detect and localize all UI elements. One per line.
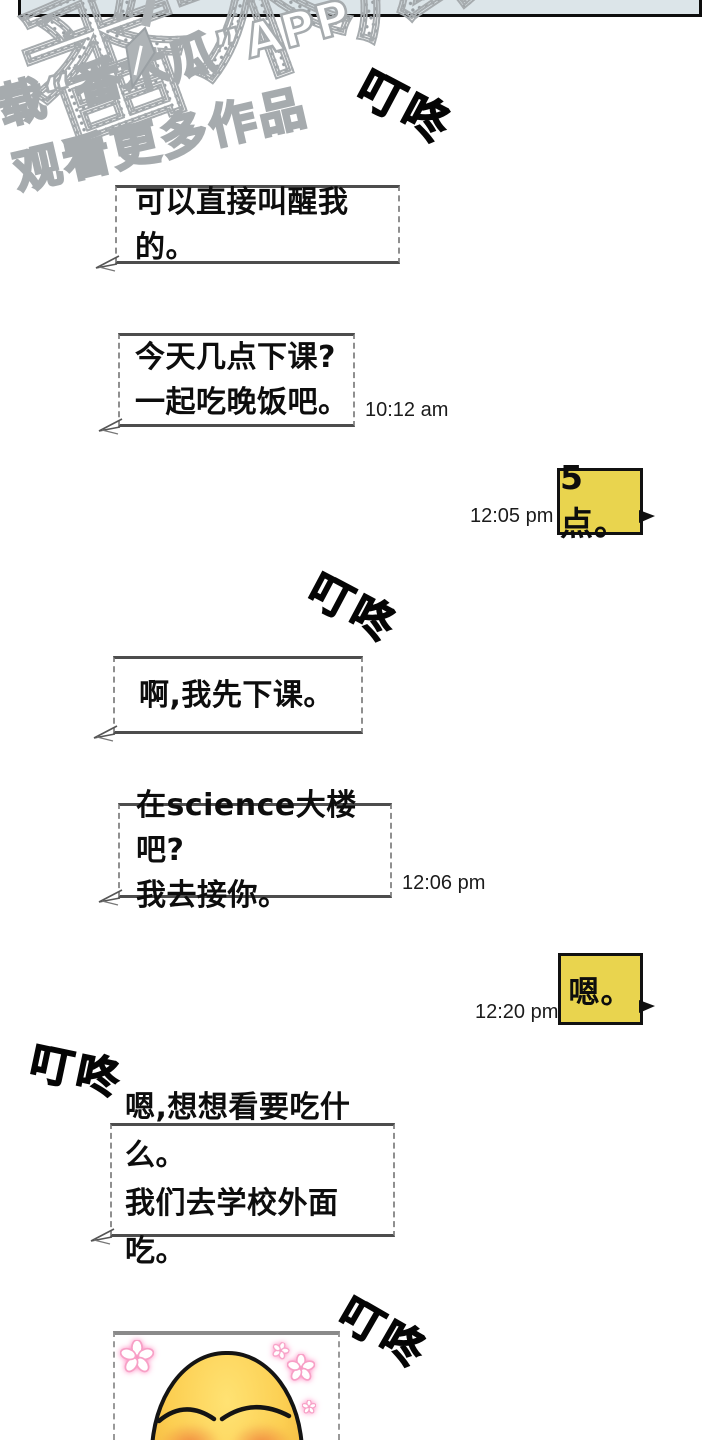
- timestamp: 12:05 pm: [470, 505, 554, 527]
- flower-icon: [302, 1400, 316, 1414]
- flower-icon: [287, 1354, 315, 1381]
- message-text: 5点。: [560, 458, 628, 543]
- chat-bubble-left-4: 在science大楼吧? 我去接你。: [98, 788, 392, 913]
- sfx-dingdong-4: 叮咚: [329, 1288, 437, 1380]
- chat-bubble-left-5: 嗯,想想看要吃什么。 我们去学校外面吃。: [90, 1090, 395, 1269]
- message-text: 我去接你。: [136, 878, 289, 913]
- chat-bubble-left-2: 今天几点下课? 一起吃晚饭吧。: [98, 333, 355, 435]
- blush-left: [159, 1423, 221, 1440]
- message-text: 在science大楼吧?: [136, 788, 357, 868]
- message-text: 嗯。: [568, 974, 633, 1011]
- bubble-tail-icon: [95, 255, 120, 272]
- timestamp: 12:06 pm: [402, 872, 486, 894]
- message-text: 啊,我先下课。: [139, 677, 334, 713]
- bubble-tail-icon: [98, 418, 123, 435]
- bubble-tail-icon: [639, 510, 655, 523]
- blush-right: [231, 1423, 293, 1440]
- bubble-tail-icon: [93, 725, 118, 742]
- sticker-panel: [113, 1331, 340, 1440]
- chat-bubble-right-2: 嗯。: [558, 953, 655, 1025]
- chat-bubble-left-1: 可以直接叫醒我的。: [95, 185, 400, 272]
- message-text: 我们去学校外面吃。: [125, 1186, 339, 1269]
- bubble-tail-icon: [639, 1000, 655, 1013]
- flower-icon: [120, 1340, 154, 1373]
- closed-eyes-icon: [156, 1404, 292, 1424]
- timestamp: 10:12 am: [365, 399, 449, 421]
- message-text: 嗯,想想看要吃什么。: [125, 1090, 351, 1173]
- message-text: 一起吃晚饭吧。: [135, 385, 349, 420]
- chat-bubble-right-1: 5点。: [557, 458, 655, 543]
- top-panel-edge: [18, 0, 702, 17]
- sfx-dingdong-3: 叮咚: [25, 1037, 129, 1107]
- watermark-line1: 下载“番木瓜”APP: [0, 0, 359, 150]
- flower-icon: [272, 1341, 290, 1360]
- sfx-dingdong-2: 叮咚: [299, 564, 407, 654]
- bubble-tail-icon: [90, 1228, 115, 1245]
- chat-bubble-left-3: 啊,我先下课。: [93, 656, 363, 742]
- timestamp: 12:20 pm: [475, 1001, 559, 1023]
- bubble-tail-icon: [98, 889, 123, 906]
- message-text: 可以直接叫醒我的。: [135, 184, 349, 265]
- sfx-dingdong-1: 叮咚: [348, 59, 463, 155]
- message-text: 今天几点下课?: [135, 340, 336, 375]
